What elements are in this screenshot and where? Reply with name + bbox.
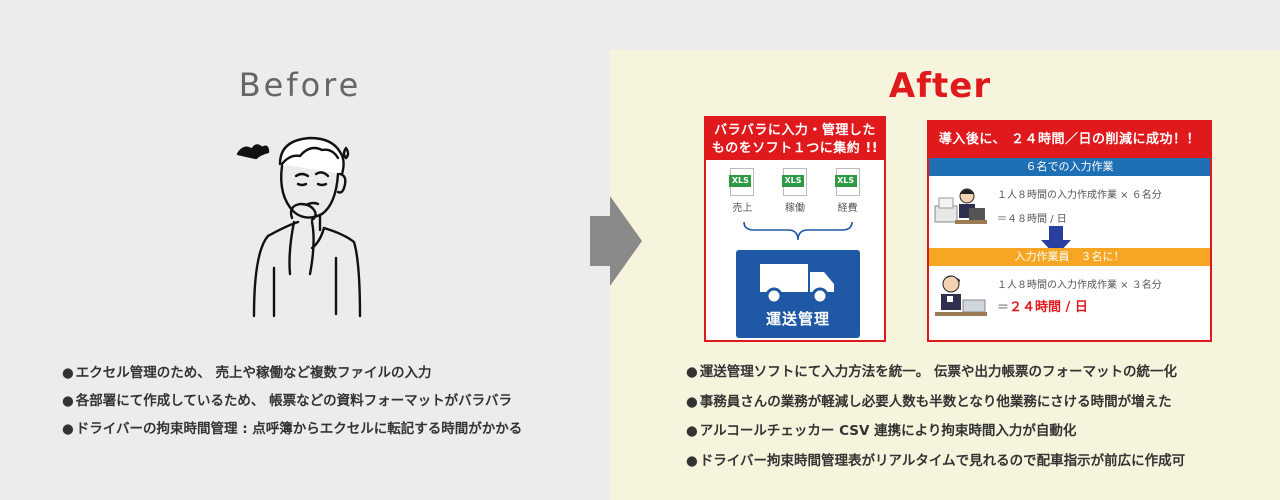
after-bullet-list: 運送管理ソフトにて入力方法を統一。 伝票や出力帳票のフォーマットの統一化 事務員… (686, 358, 1185, 476)
file-label: 経費 (837, 203, 858, 214)
before-bullet-list: エクセル管理のため、 売上や稼働など複数ファイルの入力 各部署にて作成しているた… (62, 359, 523, 443)
before-title: Before (238, 66, 362, 104)
heading-line: バラバラに入力・管理した (714, 123, 876, 138)
file-icon-label: XLS (834, 175, 857, 187)
consolidation-box: バラバラに入力・管理した ものをソフト１つに集約 !! XLS 売上 XLS 稼… (704, 116, 886, 342)
file-label: 稼働 (784, 203, 805, 214)
worried-person-illustration (236, 136, 362, 318)
file-item: XLS 売上 (720, 168, 764, 214)
calc-line: ＝４８時間 / 日 (997, 214, 1067, 225)
transport-management-card: 運送管理 (736, 250, 860, 338)
list-item: 運送管理ソフトにて入力方法を統一。 伝票や出力帳票のフォーマットの統一化 (686, 358, 1185, 388)
heading-line: ものをソフト１つに集約 !! (711, 141, 879, 156)
list-item: ドライバー拘束時間管理表がリアルタイムで見れるので配車指示が前広に作成可 (686, 447, 1185, 477)
file-item: XLS 稼働 (773, 168, 817, 214)
reduction-box: 導入後に、 ２４時間／日の削減に成功！！ ６名での入力作業 １人８時間の入力作成… (927, 120, 1212, 342)
excel-file-icon: XLS (781, 168, 807, 196)
file-list: XLS 売上 XLS 稼働 XLS 経費 (706, 168, 884, 214)
result-line: ＝２４時間 / 日 (997, 296, 1088, 315)
brace-icon (743, 221, 853, 241)
consolidation-heading: バラバラに入力・管理した ものをソフト１つに集約 !! (706, 118, 884, 160)
after-title: After (888, 66, 992, 106)
excel-file-icon: XLS (729, 168, 755, 196)
card-label: 運送管理 (765, 310, 830, 328)
file-item: XLS 経費 (826, 168, 870, 214)
calc-line: １人８時間の入力作成作業 × ６名分 (997, 190, 1162, 201)
office-worker-icon (935, 275, 987, 316)
truck-icon (760, 264, 834, 305)
result-value: ２４時間 / 日 (1009, 300, 1088, 315)
file-label: 売上 (732, 203, 753, 214)
reduction-heading: 導入後に、 ２４時間／日の削減に成功！！ (929, 122, 1210, 158)
list-item: アルコールチェッカー CSV 連携により拘束時間入力が自動化 (686, 417, 1185, 447)
list-item: エクセル管理のため、 売上や稼働など複数ファイルの入力 (62, 359, 522, 387)
list-item: 各部署にて作成しているため、 帳票などの資料フォーマットがバラバラ (62, 387, 522, 415)
excel-file-icon: XLS (834, 168, 860, 196)
after-staff-bar: 入力作業員 ３名に！ (929, 248, 1210, 266)
list-item: ドライバーの拘束時間管理 : 点呼簿からエクセルに転記する時間がかかる (62, 415, 523, 443)
office-worker-stressed-icon (934, 188, 987, 224)
before-staff-bar: ６名での入力作業 (929, 158, 1210, 176)
result-prefix: ＝ (997, 300, 1010, 314)
calc-line: １人８時間の入力作成作業 × ３名分 (997, 280, 1162, 291)
file-icon-label: XLS (781, 175, 804, 187)
file-icon-label: XLS (729, 175, 752, 187)
arrow-down-icon (1041, 226, 1071, 256)
list-item: 事務員さんの業務が軽減し必要人数も半数となり他業務にさける時間が増えた (686, 388, 1185, 418)
arrow-right-icon (590, 196, 642, 286)
